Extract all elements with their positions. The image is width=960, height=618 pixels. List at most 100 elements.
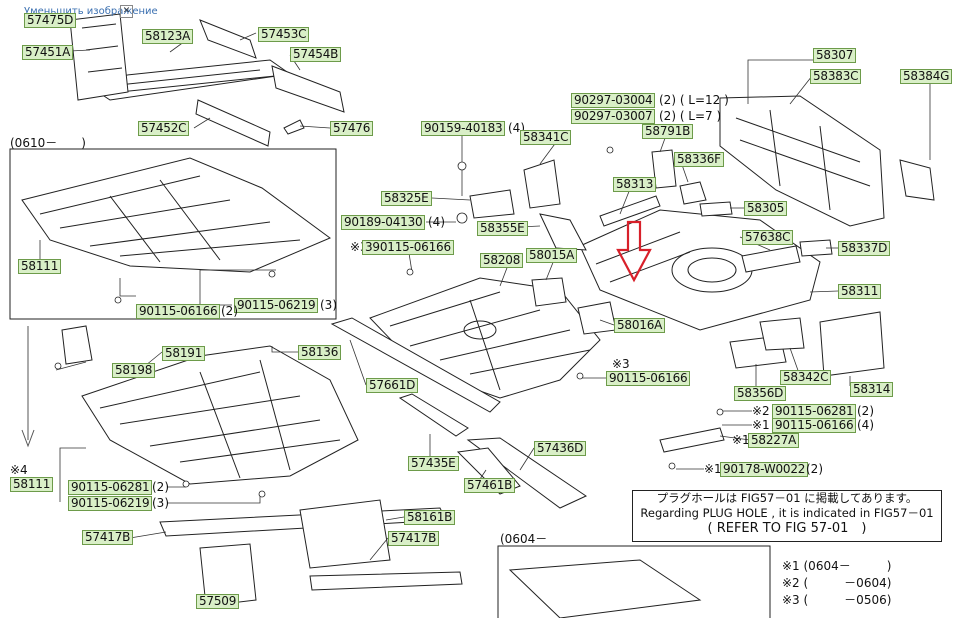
part-label-58342c[interactable]: 58342C <box>780 370 832 385</box>
part-label-58016a[interactable]: 58016A <box>614 318 666 333</box>
part-label-58208[interactable]: 58208 <box>480 253 524 268</box>
part-58384g <box>899 159 935 201</box>
marker-1-227: ※1 <box>732 433 750 447</box>
part-label-90115-06166-c[interactable]: 90115-06166 <box>606 371 691 386</box>
marker-3-c: ※3 <box>612 357 630 371</box>
part-label-58161b[interactable]: 58161B <box>404 510 456 525</box>
part-label-57475d[interactable]: 57475D <box>24 13 77 28</box>
part-58337d <box>799 239 833 257</box>
note-line-refer: ( REFER TO FIG 57-01 ) <box>707 521 867 536</box>
part-58325e <box>469 189 515 219</box>
plug-hole-note: プラグホールは FIG57－01 に掲載してあります。 Regarding PL… <box>632 490 942 542</box>
part-label-57476[interactable]: 57476 <box>330 121 374 136</box>
part-58198 <box>61 325 93 365</box>
part-label-58111[interactable]: 58111 <box>10 477 54 492</box>
part-label-58123a[interactable]: 58123A <box>142 29 194 44</box>
part-label-58337d[interactable]: 58337D <box>838 241 891 256</box>
part-label-90115-06166-a[interactable]: 390115-06166 <box>362 240 454 255</box>
part-label-57454b[interactable]: 57454B <box>290 47 342 62</box>
part-label-90189-04130[interactable]: 90189-04130 <box>341 215 426 230</box>
part-label-90115-06166-b[interactable]: 90115-06166 <box>136 304 221 319</box>
part-label-58356d[interactable]: 58356D <box>734 386 787 401</box>
part-57661d-rail <box>330 317 501 413</box>
inset-title-0604: (0604－ <box>500 532 572 546</box>
part-label-58311[interactable]: 58311 <box>838 284 882 299</box>
qty-90115-06166-d: (4) <box>857 418 874 432</box>
part-57509 <box>199 543 257 607</box>
part-label-90115-06281-b[interactable]: 90115-06281 <box>68 480 153 495</box>
part-58227a <box>659 427 725 453</box>
part-58016a <box>577 301 617 335</box>
qty-90115-06281-b: (2) <box>152 480 169 494</box>
part-label-90115-06219-b[interactable]: 90115-06219 <box>68 496 153 511</box>
part-label-58341c[interactable]: 58341C <box>520 130 572 145</box>
part-label-58313[interactable]: 58313 <box>613 177 657 192</box>
part-58336f <box>679 181 707 205</box>
part-label-57451a[interactable]: 57451A <box>22 45 74 60</box>
part-58311-rear-floor <box>579 209 821 331</box>
qty-90189-04130: (4) <box>428 215 445 229</box>
part-label-58305[interactable]: 58305 <box>744 201 788 216</box>
part-label-58336f[interactable]: 58336F <box>674 152 724 167</box>
part-label-57661d[interactable]: 57661D <box>366 378 419 393</box>
qty-90297-03007: (2) ( L=7 ) <box>659 109 722 123</box>
marker-1-d: ※1 <box>752 418 770 432</box>
part-57454b-bracket <box>271 65 345 113</box>
part-label-58307[interactable]: 58307 <box>813 48 857 63</box>
part-57451a-rail <box>69 13 129 101</box>
part-57435e-bracket <box>398 393 469 437</box>
note-line-jp: プラグホールは FIG57－01 に掲載してあります。 <box>656 491 918 505</box>
part-label-90159-40183[interactable]: 90159-40183 <box>421 121 506 136</box>
part-label-57453c[interactable]: 57453C <box>258 27 310 42</box>
part-label-90115-06219-a[interactable]: 90115-06219 <box>234 298 319 313</box>
part-label-57638c[interactable]: 57638C <box>742 230 794 245</box>
inset-box-0610 <box>9 148 337 320</box>
part-57476 <box>283 119 305 135</box>
bolt-icons <box>54 146 724 498</box>
part-58341c <box>523 159 561 209</box>
part-label-58314[interactable]: 58314 <box>850 382 894 397</box>
part-label-57461b[interactable]: 57461B <box>464 478 516 493</box>
part-label-58136[interactable]: 58136 <box>298 345 342 360</box>
qty-90115-06219-b: (3) <box>152 496 169 510</box>
part-label-90297-03007[interactable]: 90297-03007 <box>571 109 656 124</box>
part-label-58383c[interactable]: 58383C <box>810 69 862 84</box>
part-58305 <box>699 201 733 217</box>
part-label-58355e[interactable]: 58355E <box>477 221 528 236</box>
part-label-58227a[interactable]: 58227A <box>748 433 800 448</box>
close-icon[interactable]: ✕ <box>120 5 133 18</box>
part-inset-0604 <box>508 559 702 618</box>
red-arrow-icon <box>616 220 652 283</box>
part-label-57452c[interactable]: 57452C <box>138 121 190 136</box>
marker-2-a: ※2 <box>752 404 770 418</box>
part-label-90178-w0022[interactable]: 90178-W0022 <box>720 462 809 477</box>
part-58111-floor-pan <box>81 345 359 485</box>
marker-4: ※4 <box>10 463 28 477</box>
legend-2: ※2 ( －0604) <box>782 576 892 590</box>
note-line-en: Regarding PLUG HOLE , it is indicated in… <box>640 506 934 520</box>
part-label-58111-inset[interactable]: 58111 <box>18 259 62 274</box>
part-label-58198[interactable]: 58198 <box>112 363 156 378</box>
part-label-58791b[interactable]: 58791B <box>642 124 694 139</box>
part-label-58325e[interactable]: 58325E <box>381 191 432 206</box>
part-label-90115-06166-d[interactable]: 90115-06166 <box>772 418 857 433</box>
part-57436d-rail <box>466 437 588 509</box>
part-label-57435e[interactable]: 57435E <box>408 456 459 471</box>
part-label-58384g[interactable]: 58384G <box>900 69 953 84</box>
part-label-57436d[interactable]: 57436D <box>534 441 587 456</box>
part-label-58015a[interactable]: 58015A <box>526 248 578 263</box>
part-label-58191[interactable]: 58191 <box>162 346 206 361</box>
part-label-57417b[interactable]: 57417B <box>82 530 134 545</box>
legend-3: ※3 ( －0506) <box>782 593 892 607</box>
part-58111-floor-pan-inset <box>21 157 332 273</box>
part-label-90297-03004[interactable]: 90297-03004 <box>571 93 656 108</box>
part-label-57509[interactable]: 57509 <box>196 594 240 609</box>
shrink-image-link[interactable]: Уменьшить изображение <box>24 6 158 17</box>
part-label-90115-06281-a[interactable]: 90115-06281 <box>772 404 857 419</box>
part-58161b <box>299 499 391 569</box>
part-57638c <box>741 245 801 273</box>
part-58791b <box>651 149 677 189</box>
inset-title-0610: (0610－ ) <box>10 136 86 150</box>
part-58313 <box>599 195 661 227</box>
part-label-57417b-lower[interactable]: 57417B <box>388 531 440 546</box>
